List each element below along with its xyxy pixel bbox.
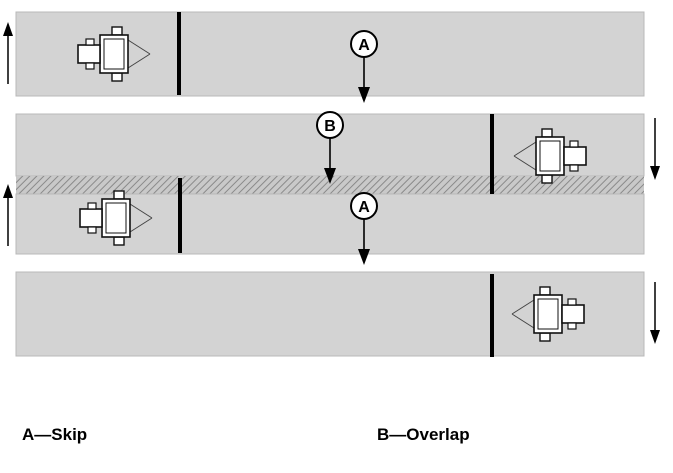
legend-skip: A—Skip bbox=[22, 425, 88, 444]
overlap-marker-label: B bbox=[324, 118, 336, 135]
direction-arrow-icon bbox=[649, 281, 661, 345]
direction-arrow-icon bbox=[2, 21, 14, 85]
direction-arrow-icon bbox=[649, 117, 661, 181]
skip-marker-label: A bbox=[358, 37, 370, 54]
skip-marker-label: A bbox=[358, 199, 370, 216]
skip-callout-top: A bbox=[350, 30, 378, 104]
overlap-strip bbox=[16, 176, 644, 194]
legend-overlap: B—Overlap bbox=[377, 425, 470, 444]
skip-callout-middle: A bbox=[350, 192, 378, 266]
overlap-callout: B bbox=[316, 111, 344, 185]
direction-arrow-icon bbox=[2, 183, 14, 247]
